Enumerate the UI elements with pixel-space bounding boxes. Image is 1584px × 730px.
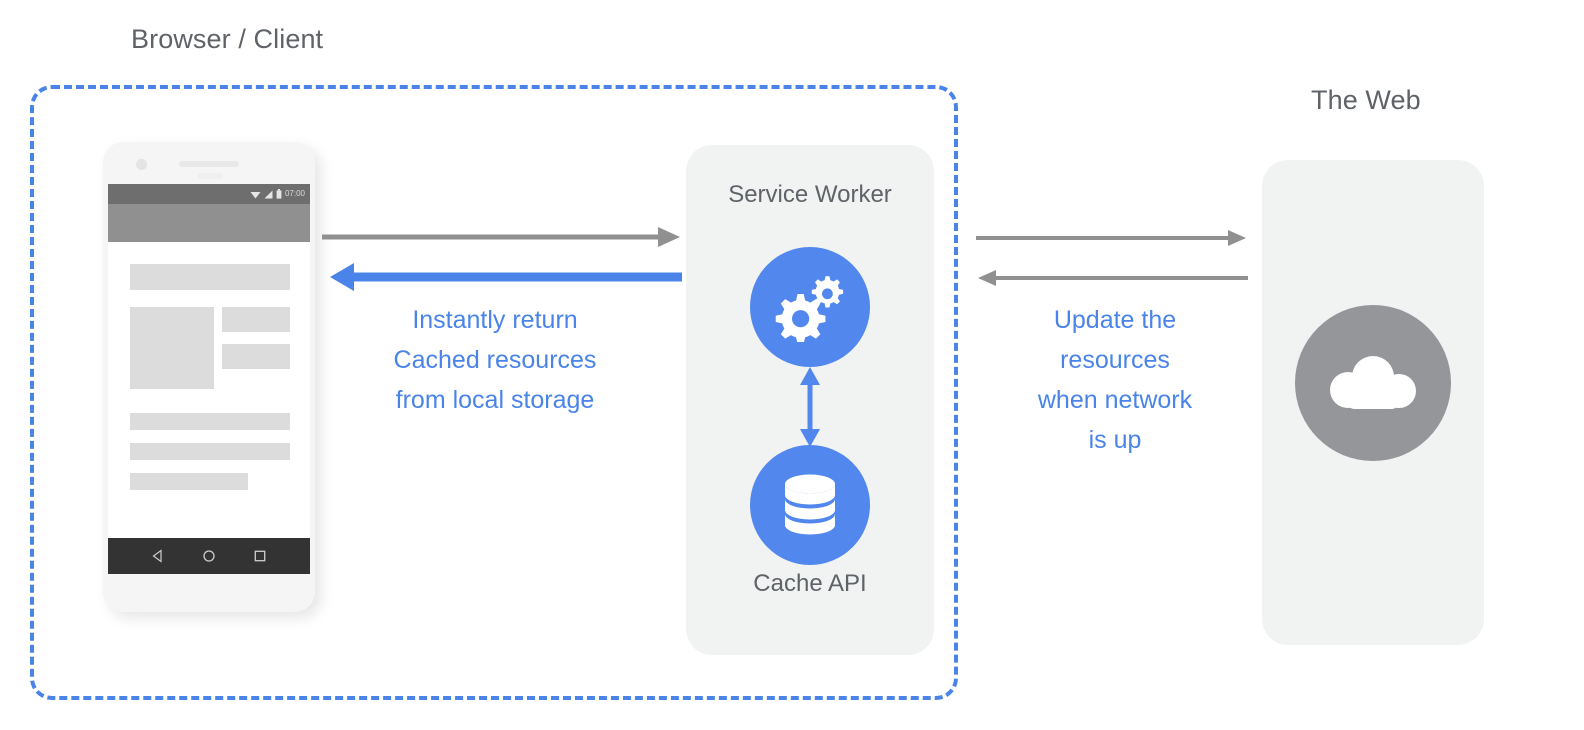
web-to-service-worker-response-arrow xyxy=(978,270,1248,286)
left-annotation-line-3: from local storage xyxy=(395,386,595,414)
phone-content-area xyxy=(108,242,310,538)
placeholder-large-square xyxy=(130,307,214,389)
gears-icon xyxy=(775,276,844,342)
back-triangle-icon[interactable] xyxy=(151,549,165,563)
cloud-icon xyxy=(1330,356,1416,409)
right-annotation-line-2: resources xyxy=(1060,346,1170,374)
phone-app-bar xyxy=(108,204,310,242)
cache-api-badge xyxy=(750,445,870,565)
proximity-sensor xyxy=(198,173,222,179)
earpiece-speaker xyxy=(179,161,239,167)
phone-status-bar: 07:00 xyxy=(108,184,310,204)
service-worker-to-phone-cached-response-arrow xyxy=(330,263,682,291)
left-annotation-line-1: Instantly return xyxy=(412,306,578,334)
cache-api-label: Cache API xyxy=(753,570,867,597)
placeholder-text-line-2 xyxy=(130,443,290,460)
the-web-card xyxy=(1262,160,1484,645)
client-boundary-box xyxy=(30,85,958,700)
placeholder-header-bar xyxy=(130,264,290,290)
database-icon xyxy=(785,474,835,535)
service-worker-label: Service Worker xyxy=(728,181,892,208)
the-web-title: The Web xyxy=(1311,85,1421,115)
cloud-badge xyxy=(1295,305,1451,461)
battery-icon xyxy=(276,189,282,199)
right-annotation-line-4: is up xyxy=(1088,426,1142,454)
service-worker-badge xyxy=(750,247,870,367)
right-annotation-line-3: when network xyxy=(1037,386,1193,414)
placeholder-small-bar-2 xyxy=(222,344,290,369)
left-annotation: Instantly return Cached resources from l… xyxy=(340,300,650,420)
status-bar-time: 07:00 xyxy=(284,189,305,198)
phone-screen: 07:00 xyxy=(108,184,310,574)
recents-square-icon[interactable] xyxy=(253,549,267,563)
wifi-icon xyxy=(250,191,261,198)
front-camera-icon xyxy=(136,159,147,170)
placeholder-text-line-3 xyxy=(130,473,248,490)
placeholder-grid xyxy=(130,307,290,389)
left-annotation-line-2: Cached resources xyxy=(393,346,597,374)
placeholder-column xyxy=(222,307,290,389)
phone-mockup: 07:00 xyxy=(103,142,315,612)
browser-client-title: Browser / Client xyxy=(131,24,324,54)
right-annotation: Update the resources when network is up xyxy=(985,300,1245,460)
service-worker-to-web-request-arrow xyxy=(976,230,1246,246)
phone-top-bezel xyxy=(103,142,315,182)
signal-icon xyxy=(264,190,273,198)
right-annotation-line-1: Update the xyxy=(1053,306,1177,334)
service-worker-card: Service Worker xyxy=(686,145,934,655)
phone-navigation-bar xyxy=(108,538,310,574)
placeholder-text-line-1 xyxy=(130,413,290,430)
home-circle-icon[interactable] xyxy=(202,549,216,563)
placeholder-small-bar-1 xyxy=(222,307,290,332)
phone-to-service-worker-request-arrow xyxy=(322,227,680,247)
service-worker-to-cache-api-arrow xyxy=(800,367,820,447)
